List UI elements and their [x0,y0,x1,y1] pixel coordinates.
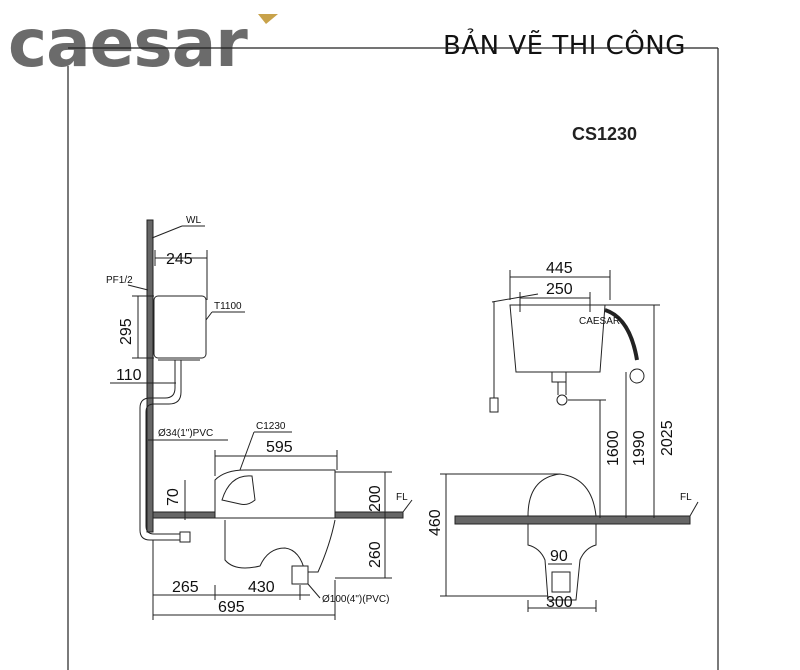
dim-430: 430 [248,579,275,596]
side-view-text: WL PF1/2 T1100 Ø34(1")PVC C1230 FL Ø100(… [106,215,408,616]
logo-accent-mark [258,14,278,24]
page-title: BẢN VẼ THI CÔNG [443,31,686,61]
dim-595: 595 [266,439,293,456]
dim-695: 695 [218,599,245,616]
pipe-label: Ø34(1")PVC [158,428,213,439]
cistern-side [153,295,207,359]
wl-label: WL [186,215,201,226]
dim-250: 250 [546,281,573,298]
drawing-frame [67,47,719,670]
dim-1600: 1600 [605,430,622,466]
dim-1990: 1990 [631,430,648,466]
front-view-text: CAESAR FL 445 250 1600 1990 2025 460 90 … [427,260,692,611]
dim-260: 260 [367,541,384,568]
flush-pipe [139,360,190,541]
floor-level-label-front: FL [680,492,692,503]
dim-2025: 2025 [659,420,676,456]
dim-460: 460 [427,509,444,536]
caesar-logo: caesar [8,5,278,80]
cistern-front [509,304,606,373]
squat-bowl-front [527,473,597,517]
dim-300: 300 [546,594,573,611]
outlet-label: Ø100(4")(PVC) [322,594,389,605]
tank-brand-label: CAESAR [579,316,620,327]
pf-label: PF1/2 [106,275,133,286]
dim-265: 265 [172,579,199,596]
dim-90: 90 [550,548,568,565]
dim-295: 295 [118,318,135,345]
floor-level-label: FL [396,492,408,503]
dim-445: 445 [546,260,573,277]
dim-200: 200 [367,485,384,512]
bowl-model-label: C1230 [256,421,286,432]
dim-110: 110 [116,367,142,384]
floor-front [454,515,691,525]
overflow-hose [604,308,639,361]
side-view [110,219,413,620]
logo-wordmark: caesar [8,5,248,80]
dim-70: 70 [165,488,182,506]
tank-model-label: T1100 [214,301,242,312]
front-view [440,270,699,612]
wall [146,219,154,533]
dim-245: 245 [166,251,193,268]
model-code: CS1230 [572,124,638,144]
